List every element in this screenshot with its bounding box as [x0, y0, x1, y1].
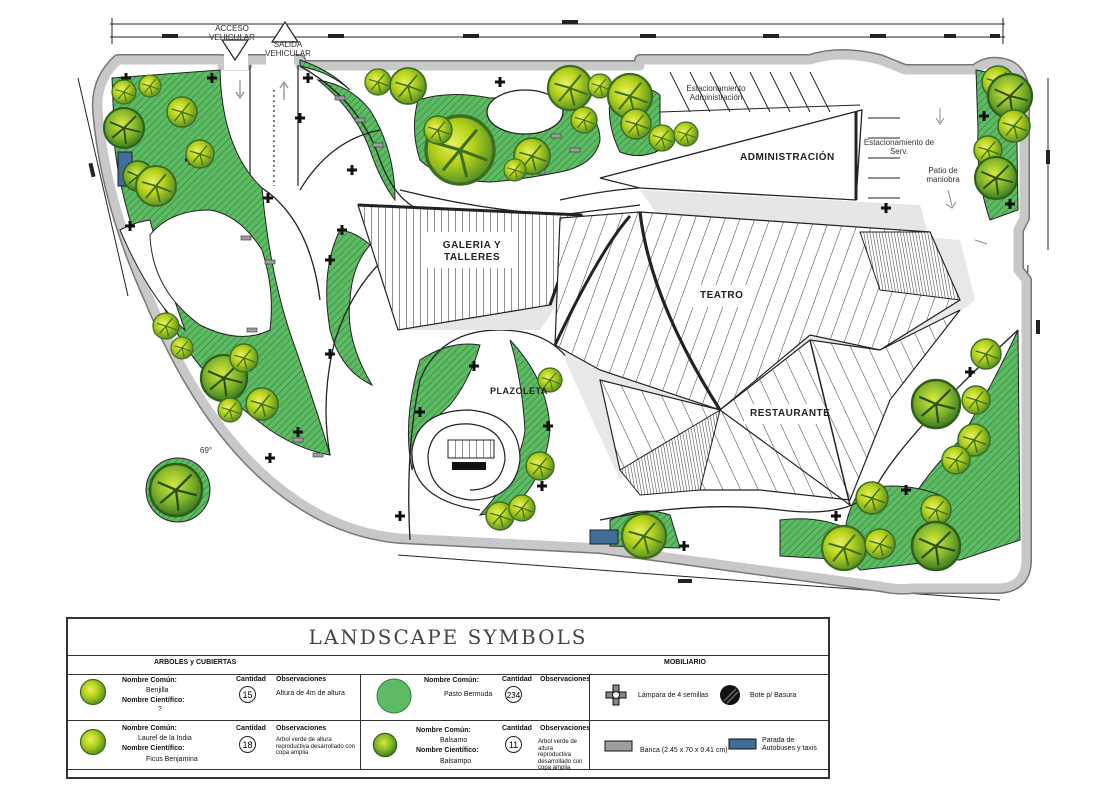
legend-tree-4-scientific: Balsampo	[440, 758, 472, 765]
legend-col-quantity: Cantidad	[502, 676, 532, 683]
legend-col-scientific: Nombre Científico:	[122, 697, 185, 704]
label-salida-vehicular: SALIDA VEHICULAR	[265, 40, 311, 59]
legend-col-scientific: Nombre Científico:	[416, 747, 479, 754]
legend-col-common: Nombre Común:	[416, 727, 471, 734]
legend-section-trees: ARBOLES y CUBIERTAS	[154, 659, 237, 666]
legend-tree-2-name: Laurel de la India	[138, 735, 192, 742]
vehicular-access	[220, 20, 300, 188]
label-restaurante: RESTAURANTE	[750, 408, 831, 419]
legend-trash-label: Bote p/ Basura	[750, 692, 797, 699]
building-galeria	[357, 203, 585, 331]
legend-col-quantity: Cantidad	[236, 676, 266, 683]
legend-col-notes: Observaciones	[540, 725, 591, 732]
lamp-icon	[605, 684, 627, 706]
parking-admin	[659, 71, 861, 113]
legend-tree-1-scientific: ?	[158, 706, 162, 713]
legend-tree-icon	[79, 728, 107, 756]
bus-stop-icon	[728, 738, 757, 750]
label-plazoleta: PLAZOLETA	[490, 386, 548, 396]
legend-col-common: Nombre Común:	[122, 725, 177, 732]
legend-tree-4-quantity: 11	[505, 736, 522, 753]
bus-stop	[589, 529, 619, 545]
legend-grass-name: Pasto Bermuda	[444, 691, 493, 698]
legend-tree-1-notes: Altura de 4m de altura	[276, 690, 345, 697]
legend-col-quantity: Cantidad	[502, 725, 532, 732]
legend-col-notes: Observaciones	[276, 676, 327, 683]
legend-bus-stop-label: Parada de Autobuses y taxis	[762, 737, 817, 752]
legend-grass-quantity: 234	[505, 686, 522, 703]
bench-icon	[604, 740, 633, 752]
legend-col-notes: Observaciones	[276, 725, 327, 732]
parking-service	[868, 108, 988, 245]
label-estacionamiento-administracion: Estacionamiento Administración	[686, 84, 746, 103]
legend-tree-1-name: Benjilla	[146, 687, 169, 694]
label-teatro: TEATRO	[700, 290, 744, 301]
label-estacionamiento-servicio: Estacionamiento de Serv.	[863, 138, 935, 157]
label-angle: 69°	[200, 446, 213, 455]
legend-grass-icon	[376, 678, 412, 714]
legend-bench-label: Banca (2.45 x 70 x 0.41 cm)	[640, 747, 728, 754]
building-restaurante	[599, 309, 961, 506]
legend-tree-4-notes: Arbol verde de altura reproductiva desar…	[538, 739, 583, 772]
legend-tree-4-name: Balsamo	[440, 737, 468, 744]
legend-col-common: Nombre Común:	[122, 677, 177, 684]
legend-tree-2-quantity: 18	[239, 736, 256, 753]
legend-col-notes: Observaciones	[540, 676, 591, 683]
label-galeria-talleres: GALERIA Y TALLERES	[442, 240, 502, 263]
legend-col-scientific: Nombre Científico:	[122, 745, 185, 752]
legend-section-furniture: MOBILIARIO	[664, 659, 706, 666]
legend-col-common: Nombre Común:	[424, 677, 479, 684]
legend-tree-icon	[79, 678, 107, 706]
legend-tree-2-notes: Arbol verde de altura reproductiva desar…	[276, 737, 356, 757]
trash-bin-icon	[720, 685, 740, 705]
legend-title: LANDSCAPE SYMBOLS	[308, 625, 588, 649]
label-administracion: ADMINISTRACIÓN	[740, 152, 835, 163]
label-acceso-vehicular: ACCESO VEHICULAR	[209, 24, 255, 43]
plazoleta-spiral	[411, 409, 521, 511]
legend-panel: LANDSCAPE SYMBOLS ARBOLES y CUBIERTAS MO…	[66, 617, 830, 779]
legend-tree-2-scientific: Ficus Benjamina	[146, 756, 198, 763]
legend-col-quantity: Cantidad	[236, 725, 266, 732]
legend-lamp-label: Lámpara de 4 semillas	[638, 692, 709, 699]
legend-tree-icon	[372, 732, 398, 758]
label-patio-maniobra: Patio de maniobra	[926, 166, 960, 185]
legend-tree-1-quantity: 15	[239, 686, 256, 703]
